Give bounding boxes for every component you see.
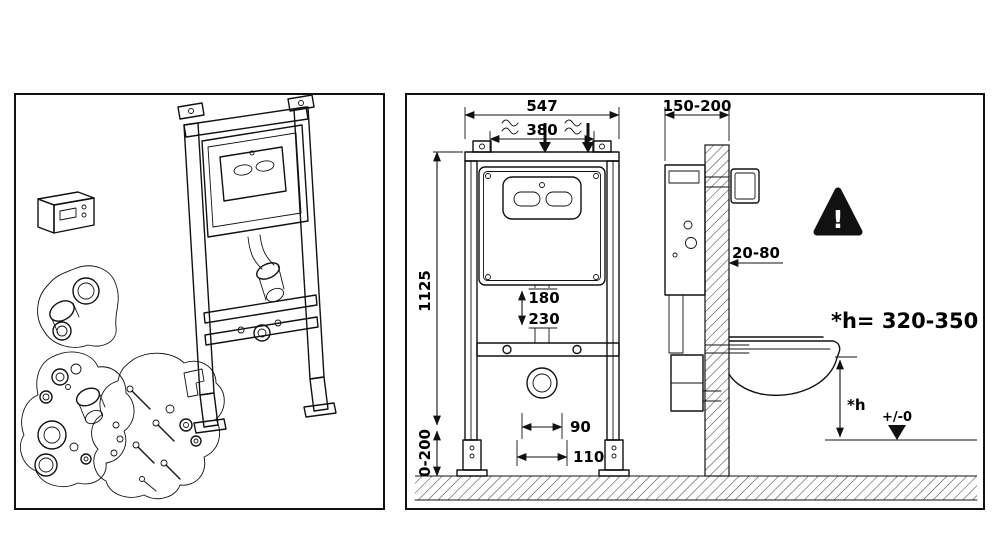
dim-foot-adjust-label: 0-200 [416, 429, 434, 477]
dim-offset-a-label: 90 [570, 418, 591, 436]
dim-depth-adjust-label: 20-80 [732, 244, 780, 262]
drain-assembly-side [668, 294, 722, 412]
dim-inner-width-label: 380 [526, 121, 557, 139]
left-panel-exploded-view [14, 93, 385, 510]
dim-outlet-b-label: 230 [528, 310, 559, 328]
parts-group-fixings [91, 352, 225, 499]
dim-total-width-label: 547 [526, 97, 557, 115]
floor-level-label: +/-0 [882, 410, 912, 425]
dim-offset-b-label: 110 [573, 448, 604, 466]
dim-outlet-a-label: 180 [528, 289, 559, 307]
floor-level-marker: +/-0 [825, 410, 977, 441]
front-view: 547 380 1125 0-200 [416, 97, 630, 477]
dim-frame-height: 1125 [416, 151, 463, 426]
floor-hatch [414, 475, 978, 501]
dim-offset-a: 90 [521, 413, 591, 439]
dim-depth-adjust: 20-80 [728, 244, 783, 267]
dim-wall-distance-label: 150-200 [663, 97, 732, 115]
dim-seat-height-arrow: *h [835, 356, 866, 438]
dim-frame-height-label: 1125 [416, 270, 434, 312]
frame-isometric [183, 106, 337, 434]
frame-front [456, 140, 630, 477]
wall-mounting-brackets [177, 95, 315, 120]
warning-triangle-icon [813, 187, 863, 236]
cistern-isometric [201, 124, 309, 238]
warning-triangle: ! [813, 187, 863, 236]
dim-inner-width: 380 [489, 121, 595, 152]
wall-section [704, 144, 730, 477]
level-triangle-icon [888, 425, 906, 440]
dim-foot-adjust: 0-200 [416, 429, 457, 477]
dim-seat-height: *h= 320-350 [831, 309, 978, 333]
dim-outlet-heights: 180 230 [518, 288, 561, 329]
dim-total-width: 547 [464, 97, 620, 139]
toilet-bowl [704, 336, 841, 397]
side-view: 150-200 20-80 ! *h= 320-350 *h [663, 97, 978, 477]
dimension-drawing: 547 380 1125 0-200 [414, 97, 978, 501]
flush-pipe-isometric [247, 234, 285, 303]
cistern-front [478, 166, 606, 286]
flush-plate-side [730, 168, 760, 204]
parts-group-elbow [37, 265, 119, 348]
exploded-view-drawing [20, 95, 337, 499]
cistern-side [664, 164, 730, 296]
dim-offset-b: 110 [516, 440, 604, 466]
warning-exclamation: ! [832, 205, 843, 234]
fixing-box [37, 191, 95, 234]
parts-group-seals [20, 351, 135, 487]
right-panel-dimension-views: 547 380 1125 0-200 [405, 93, 985, 510]
dim-seat-height-label: *h= 320-350 [831, 309, 978, 333]
dim-seat-height-symbol: *h [847, 396, 866, 414]
dim-wall-distance: 150-200 [663, 97, 732, 161]
